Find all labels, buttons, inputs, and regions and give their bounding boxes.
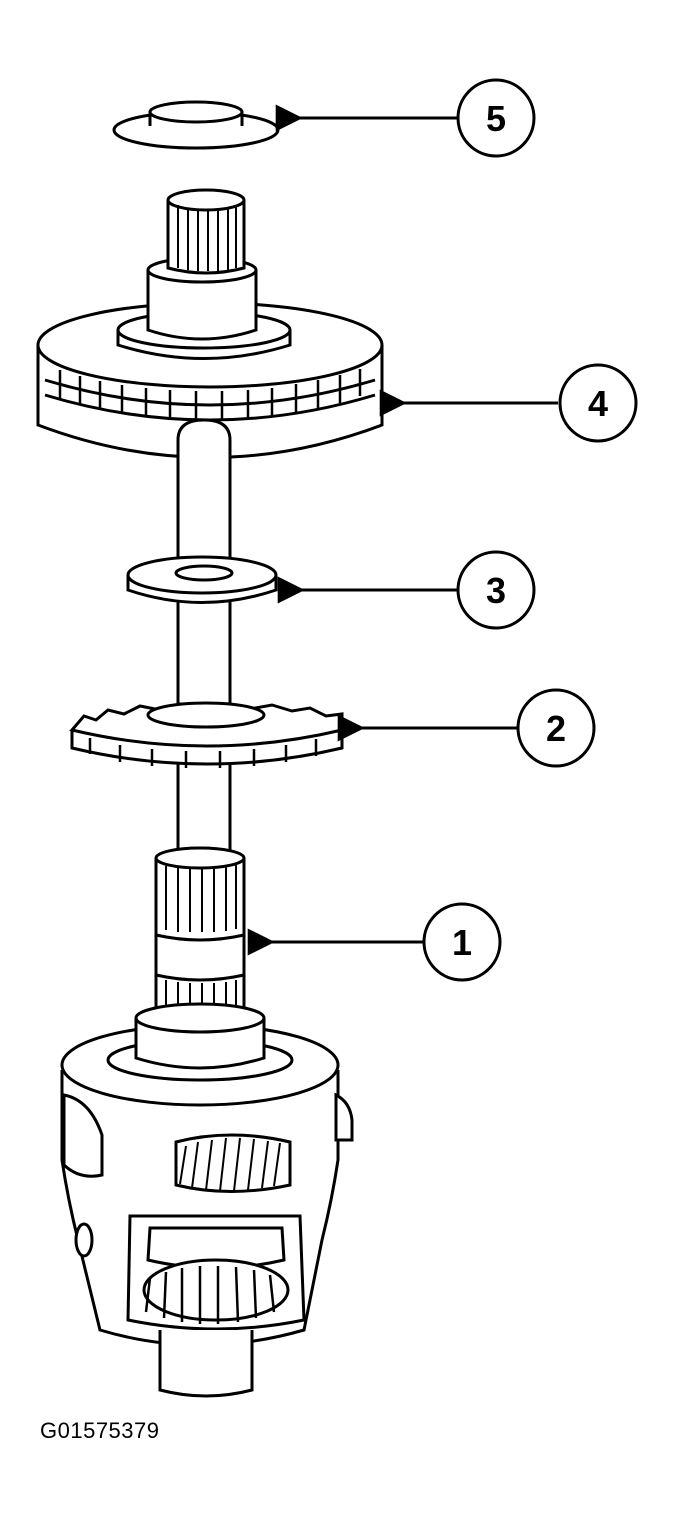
part-2-toothed-ring [69,701,344,768]
part-1-splined-collar [154,846,246,1021]
callout-1-label: 1 [452,922,472,963]
callout-1: 1 [422,902,502,982]
callout-4: 4 [558,363,638,443]
callout-3-label: 3 [486,570,506,611]
figure-code: G01575379 [40,1418,160,1443]
callout-2-label: 2 [546,708,566,749]
part-4-gear [36,188,384,459]
part-3-washer [126,555,278,604]
callout-2: 2 [516,688,596,768]
callout-5: 5 [456,78,536,158]
leader-arrows [247,104,558,956]
differential-case [60,1002,354,1398]
callout-3: 3 [456,550,536,630]
callout-4-label: 4 [588,383,608,424]
central-shaft [176,418,232,862]
part-5-cap [112,100,280,150]
callout-5-label: 5 [486,98,506,139]
